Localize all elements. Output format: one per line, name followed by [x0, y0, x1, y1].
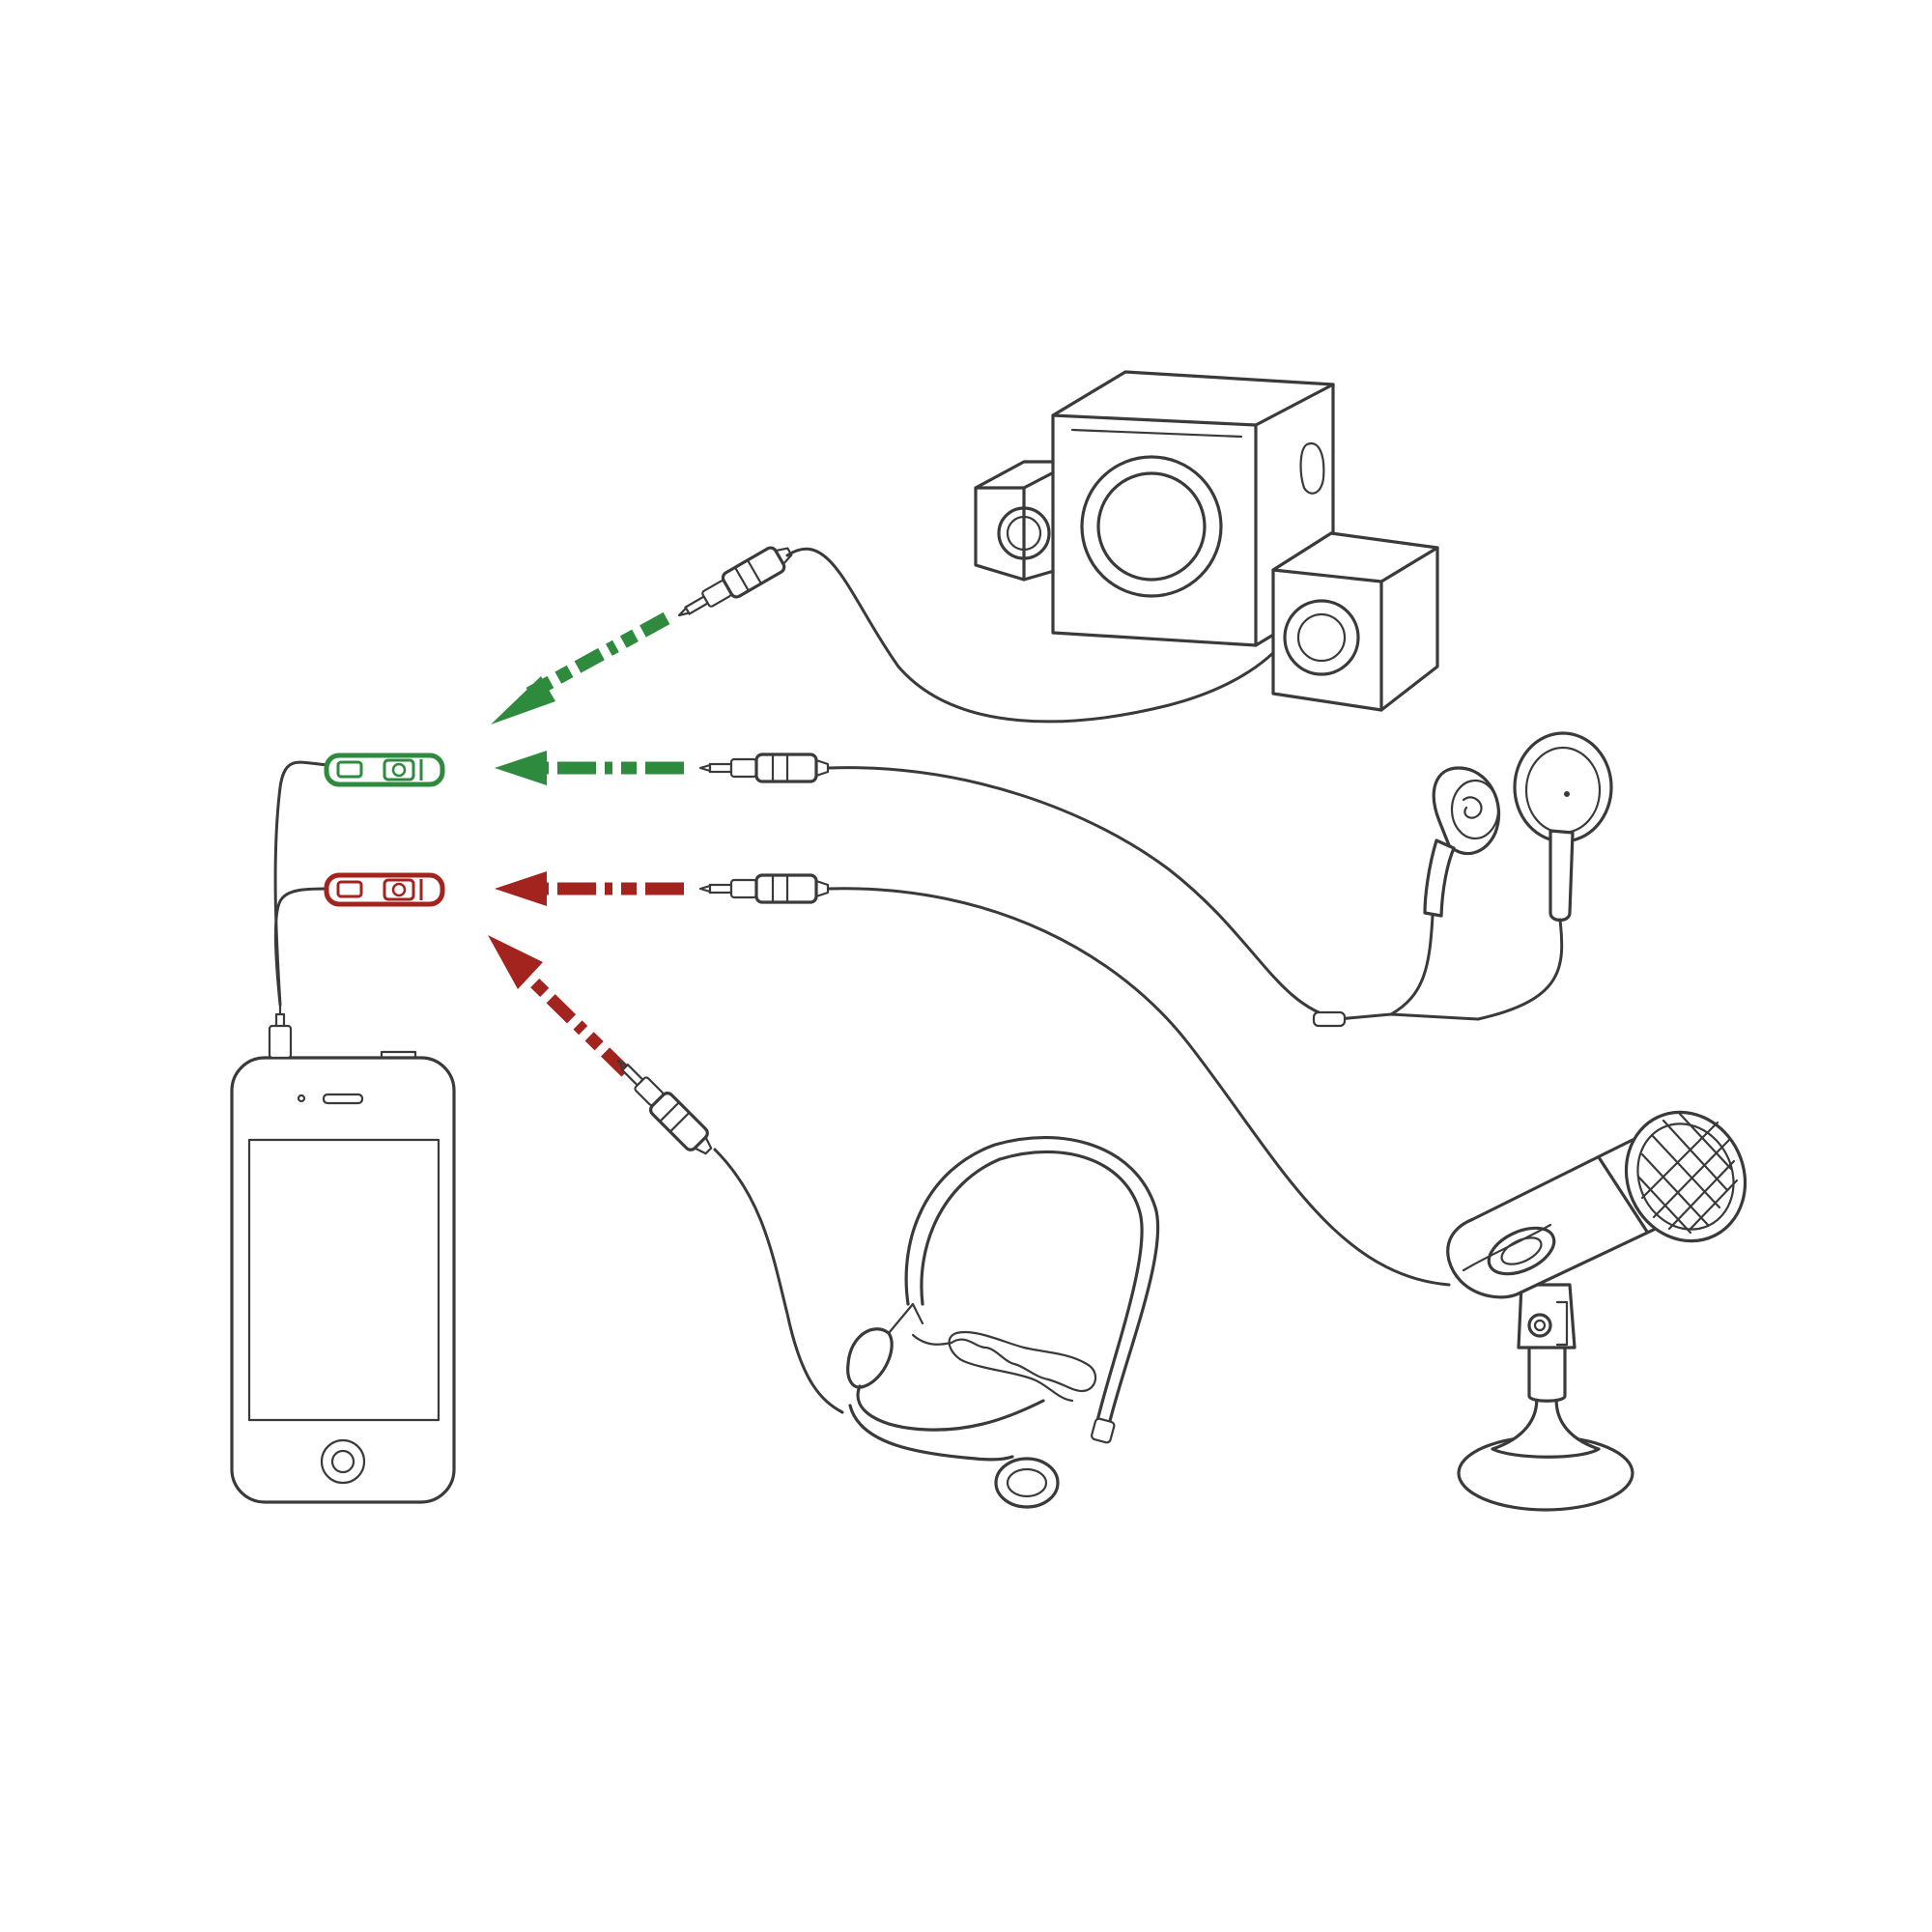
phone-icon	[230, 1003, 456, 1504]
arrow-headset-to-red	[488, 935, 631, 1077]
earphones-icon	[1312, 731, 1613, 1028]
microphone-plug	[698, 873, 830, 904]
headset-cable	[713, 1148, 844, 1414]
arrow-earphones-to-green	[495, 751, 684, 785]
speaker-icon	[974, 370, 1439, 712]
red-microphone-input-jack	[324, 872, 445, 907]
earphones-plug	[698, 753, 830, 783]
arrow-microphone-to-red	[495, 871, 684, 906]
headset-icon	[846, 1136, 1160, 1509]
splitter-cable	[273, 760, 330, 1007]
arrow-speaker-to-green	[491, 611, 670, 724]
microphone-icon	[1446, 1110, 1747, 1512]
headset-plug	[616, 1059, 713, 1155]
microphone-cable	[827, 887, 1451, 1287]
phone-plug	[268, 1003, 293, 1060]
speaker-cable	[785, 547, 1292, 724]
green-audio-output-jack	[324, 753, 445, 787]
speaker-plug	[677, 546, 793, 617]
earphones-cable	[827, 766, 1340, 1021]
